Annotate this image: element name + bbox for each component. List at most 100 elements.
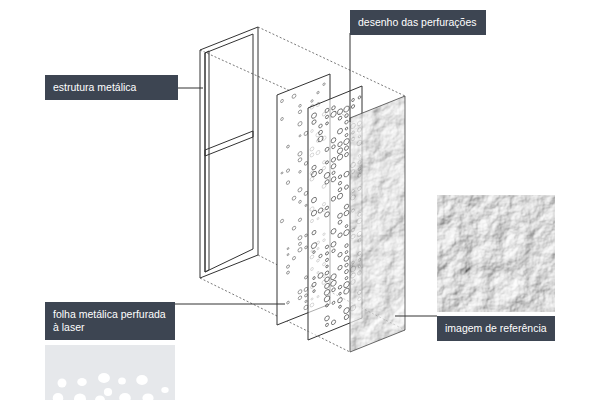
perforation: [280, 219, 283, 223]
perforation: [332, 105, 336, 110]
perforation: [337, 108, 342, 115]
perforation: [287, 271, 290, 275]
inset-hole: [142, 394, 153, 400]
perforation: [331, 279, 336, 287]
perforation: [287, 253, 289, 256]
perforation: [298, 242, 301, 246]
perforation: [312, 282, 316, 288]
inset-hole: [53, 393, 64, 400]
perforation: [331, 163, 336, 170]
reference-sheet-outline: [350, 96, 405, 352]
inset-hole: [104, 388, 112, 396]
perforation: [345, 113, 349, 118]
perforation: [304, 191, 308, 196]
perforation: [298, 151, 302, 157]
perforation: [345, 276, 348, 280]
perforation: [286, 180, 289, 185]
perforation: [286, 264, 289, 268]
perforation: [304, 287, 308, 292]
perforation: [338, 232, 342, 238]
perforation: [319, 169, 323, 174]
perforation: [344, 210, 349, 217]
perforation: [286, 168, 289, 172]
perforation: [325, 276, 330, 282]
perforation: [304, 161, 307, 166]
perforation: [313, 250, 315, 253]
perforation: [298, 218, 301, 222]
perforation: [326, 258, 329, 262]
perforation: [344, 171, 349, 178]
perforation: [337, 128, 342, 135]
perforation: [305, 204, 307, 207]
perforation: [298, 121, 302, 127]
perforation: [318, 272, 323, 279]
perforation: [298, 110, 301, 115]
perforation: [298, 235, 302, 240]
perforation: [338, 181, 341, 185]
perforation: [331, 176, 336, 183]
perforation: [344, 287, 349, 295]
perforation: [331, 111, 336, 119]
perforation: [345, 184, 349, 189]
perforation: [313, 276, 316, 280]
perforation: [351, 104, 354, 109]
perforation: [304, 304, 308, 310]
perforation: [338, 297, 343, 303]
perforation: [325, 179, 329, 185]
perforation: [344, 281, 350, 289]
inset-hole: [136, 375, 148, 385]
perforation: [318, 207, 323, 214]
perforation: [325, 211, 330, 218]
label-box: desenho das perfurações: [350, 10, 486, 35]
perforation: [337, 153, 342, 161]
perforation: [326, 160, 329, 164]
perforation: [312, 119, 316, 125]
perforation-inset: [45, 345, 175, 400]
perforation: [292, 226, 296, 231]
perforation: [345, 263, 348, 268]
perforation: [339, 305, 342, 309]
inset-hole: [74, 394, 86, 400]
label-box: estrutura metálica: [45, 75, 178, 100]
perforation: [324, 295, 330, 303]
perforation: [331, 241, 336, 248]
inset-hole: [95, 396, 105, 400]
perforation: [331, 228, 336, 235]
perforation: [344, 314, 349, 320]
perforation: [326, 265, 328, 268]
perforation: [292, 93, 296, 98]
perforation: [338, 187, 342, 192]
perforation: [331, 273, 336, 281]
perforation: [313, 289, 315, 292]
perforation: [319, 254, 322, 259]
perforation: [325, 315, 330, 322]
perforation: [325, 283, 330, 290]
perforation: [338, 116, 342, 121]
perforation: [339, 292, 342, 296]
perforation: [326, 303, 329, 307]
perforation: [352, 98, 355, 102]
perforation: [311, 112, 316, 119]
perforation: [299, 104, 302, 108]
perforation: [345, 133, 348, 137]
perforation: [305, 234, 308, 238]
perforation: [281, 172, 283, 175]
perforation: [281, 99, 284, 103]
label-box: folha metálica perfurada à laser: [45, 302, 175, 340]
perforation: [332, 171, 335, 175]
perforation: [332, 144, 335, 149]
perforation: [337, 192, 342, 199]
perforation: [304, 131, 308, 136]
perforation: [345, 269, 349, 274]
perforation: [325, 245, 328, 250]
perforation: [345, 243, 348, 248]
label-text: desenho das perfurações: [358, 16, 478, 29]
perforation: [344, 255, 349, 262]
perforation: [324, 289, 329, 296]
inset-hole: [77, 378, 87, 386]
perforation: [338, 220, 342, 225]
label-text: folha metálica perfurada à laser: [53, 308, 167, 334]
perforation: [331, 319, 335, 325]
perforation: [318, 135, 323, 142]
perforation: [325, 108, 329, 113]
